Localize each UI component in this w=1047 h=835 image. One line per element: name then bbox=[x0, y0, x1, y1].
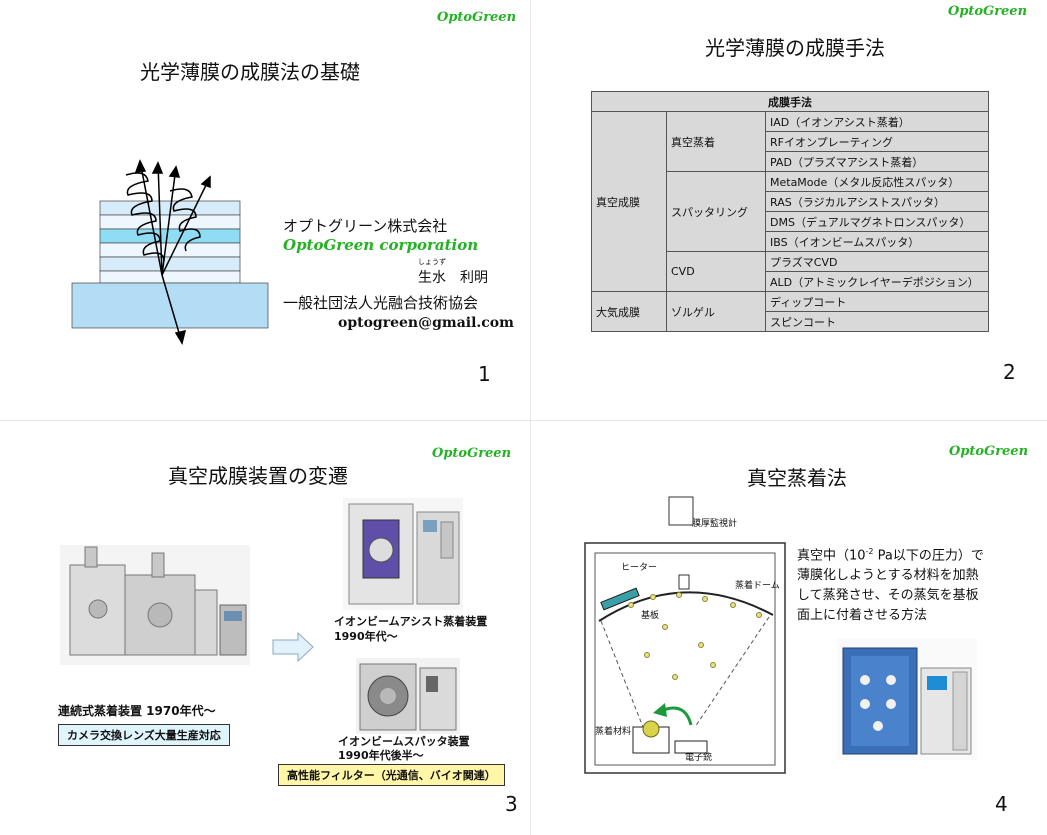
description-line-4: 面上に付着させる方法 bbox=[797, 608, 928, 624]
brand-logo: OptoGreen bbox=[432, 446, 512, 461]
method-solgel: ゾルゲル bbox=[666, 291, 766, 332]
table-row: CVD プラズマCVD bbox=[592, 251, 989, 292]
evaporation-material bbox=[642, 720, 660, 738]
page-number: 2 bbox=[1003, 360, 1016, 384]
thickness-monitor bbox=[668, 496, 694, 526]
method-item: MetaMode（メタル反応性スパッタ） bbox=[765, 171, 989, 192]
method-item: RFイオンプレーティング bbox=[765, 131, 989, 152]
caption-ion-beam-assist-year: 1990年代～ bbox=[334, 630, 398, 643]
description-line-1a: 真空中（10 bbox=[797, 548, 866, 564]
method-item: IBS（イオンビームスパッタ） bbox=[765, 231, 989, 252]
methods-table: 成膜手法 真空成膜 真空蒸着 IAD（イオンアシスト蒸着） RFイオンプレーティ… bbox=[591, 91, 989, 332]
association-name: 一般社団法人光融合技術協会 bbox=[283, 294, 479, 312]
caption-ion-beam-sputter: イオンビームスパッタ装置 bbox=[338, 735, 470, 748]
vacuum-evaporation-system-image bbox=[837, 638, 977, 760]
high-performance-filter-box: 高性能フィルター（光通信、バイオ関連） bbox=[278, 764, 505, 786]
label-thickness-monitor: 膜厚監視計 bbox=[692, 519, 738, 529]
slide-title: 真空蒸着法 bbox=[747, 466, 847, 490]
evaporation-dome bbox=[598, 591, 774, 622]
table-row: RFイオンプレーティング bbox=[592, 131, 989, 152]
table-row: PAD（プラズマアシスト蒸着） bbox=[592, 151, 989, 172]
caption-continuous: 連続式蒸着装置 1970年代～ bbox=[58, 704, 216, 718]
method-item: スピンコート bbox=[765, 311, 989, 332]
table-row: 大気成膜 ゾルゲル ディップコート bbox=[591, 291, 989, 332]
company-name-jp: オプトグリーン株式会社 bbox=[283, 217, 448, 235]
caption-ion-beam-sputter-year: 1990年代後半～ bbox=[338, 749, 424, 762]
thin-film-diagram bbox=[71, 159, 269, 345]
method-sputtering: スパッタリング bbox=[666, 171, 766, 252]
label-dome: 蒸着ドーム bbox=[735, 581, 780, 591]
method-item: PAD（プラズマアシスト蒸着） bbox=[765, 151, 989, 172]
camera-lens-box: カメラ交換レンズ大量生産対応 bbox=[58, 724, 230, 746]
slide-title: 真空成膜装置の変遷 bbox=[168, 464, 348, 488]
brand-logo: OptoGreen bbox=[949, 444, 1029, 459]
vacuum-evaporation-diagram bbox=[584, 496, 786, 774]
brand-logo: OptoGreen bbox=[948, 4, 1028, 19]
slide-4[interactable]: OptoGreen 真空蒸着法 膜厚監視計 ヒーター 蒸着ドーム 基板 蒸着材料… bbox=[537, 440, 1047, 835]
caption-ion-beam-assist: イオンビームアシスト蒸着装置 bbox=[334, 615, 488, 628]
continuous-evaporation-system-image bbox=[60, 545, 250, 665]
table-row: 真空成膜 真空蒸着 IAD（イオンアシスト蒸着） bbox=[591, 111, 989, 292]
label-electron-gun: 電子銃 bbox=[685, 753, 713, 763]
name-ruby: しょうず bbox=[418, 258, 446, 266]
method-cvd: CVD bbox=[666, 251, 766, 292]
table-row: スピンコート bbox=[592, 311, 989, 332]
method-item: IAD（イオンアシスト蒸着） bbox=[765, 111, 989, 132]
method-item: プラズマCVD bbox=[765, 251, 989, 272]
heater bbox=[600, 587, 640, 611]
table-header: 成膜手法 bbox=[591, 91, 989, 112]
method-item: ディップコート bbox=[765, 291, 989, 312]
slide-separator bbox=[530, 0, 531, 835]
vapor-particles bbox=[628, 592, 762, 680]
light-rays bbox=[125, 159, 211, 345]
ion-beam-sputter-system-image bbox=[356, 658, 460, 734]
vapor-path bbox=[600, 620, 644, 728]
page-number: 4 bbox=[995, 792, 1008, 816]
method-item: ALD（アトミックレイヤーデポジション） bbox=[765, 271, 989, 292]
table-row: RAS（ラジカルアシストスパッタ） bbox=[592, 191, 989, 212]
slide-2[interactable]: OptoGreen 光学薄膜の成膜手法 成膜手法 真空成膜 真空蒸着 IAD（イ… bbox=[537, 0, 1047, 400]
chamber-inner-wall bbox=[594, 552, 776, 766]
description-line-3: して蒸発させ、その蒸気を基板 bbox=[797, 588, 979, 604]
electron-beam-arrowhead bbox=[653, 703, 667, 717]
vapor-path bbox=[694, 616, 770, 728]
pressure-exponent: -2 bbox=[865, 547, 874, 556]
substrate bbox=[71, 282, 269, 329]
author-name: 生水 利明 bbox=[418, 270, 488, 286]
label-heater: ヒーター bbox=[621, 563, 658, 573]
description-line-1b: Pa以下の圧力）で bbox=[873, 548, 984, 564]
category-vacuum: 真空成膜 bbox=[591, 111, 667, 292]
slide-title: 光学薄膜の成膜法の基礎 bbox=[140, 60, 360, 84]
table-row: スパッタリング MetaMode（メタル反応性スパッタ） bbox=[592, 171, 989, 252]
company-name-en: OptoGreen corporation bbox=[283, 236, 479, 254]
monitor-sensor bbox=[678, 574, 690, 590]
slide-separator bbox=[0, 420, 1047, 421]
brand-logo: OptoGreen bbox=[437, 10, 517, 25]
film-layer bbox=[99, 242, 241, 258]
email-address[interactable]: optogreen@gmail.com bbox=[338, 315, 514, 331]
description-line-2: 薄膜化しようとする材料を加熱 bbox=[797, 568, 979, 584]
page-number: 1 bbox=[478, 362, 491, 386]
label-material: 蒸着材料 bbox=[595, 727, 632, 737]
ion-beam-assist-system-image bbox=[343, 498, 463, 610]
table-row: 成膜手法 bbox=[591, 91, 989, 112]
slide-3[interactable]: OptoGreen 真空成膜装置の変遷 連続式蒸着装置 1970年代～ カメラ交… bbox=[0, 440, 523, 835]
arrow-right-icon bbox=[272, 632, 314, 662]
film-layer bbox=[99, 270, 241, 284]
slide-title: 光学薄膜の成膜手法 bbox=[705, 36, 885, 60]
method-evaporation: 真空蒸着 bbox=[666, 111, 766, 172]
category-atmospheric: 大気成膜 bbox=[591, 291, 667, 332]
film-layer bbox=[99, 228, 241, 244]
electron-gun bbox=[674, 740, 708, 754]
method-item: RAS（ラジカルアシストスパッタ） bbox=[765, 191, 989, 212]
label-substrate: 基板 bbox=[641, 611, 660, 621]
method-description: 真空中（10-2 Pa以下の圧力）で 薄膜化しようとする材料を加熱 して蒸発させ… bbox=[797, 542, 984, 626]
method-item: DMS（デュアルマグネトロンスパッタ） bbox=[765, 211, 989, 232]
page-number: 3 bbox=[505, 792, 518, 816]
description-line: 真空中（10-2 Pa以下の圧力）で bbox=[797, 542, 984, 566]
slide-1[interactable]: OptoGreen 光学薄膜の成膜法の基礎 オプトグリーン株式会社 OptoGr… bbox=[0, 0, 523, 400]
